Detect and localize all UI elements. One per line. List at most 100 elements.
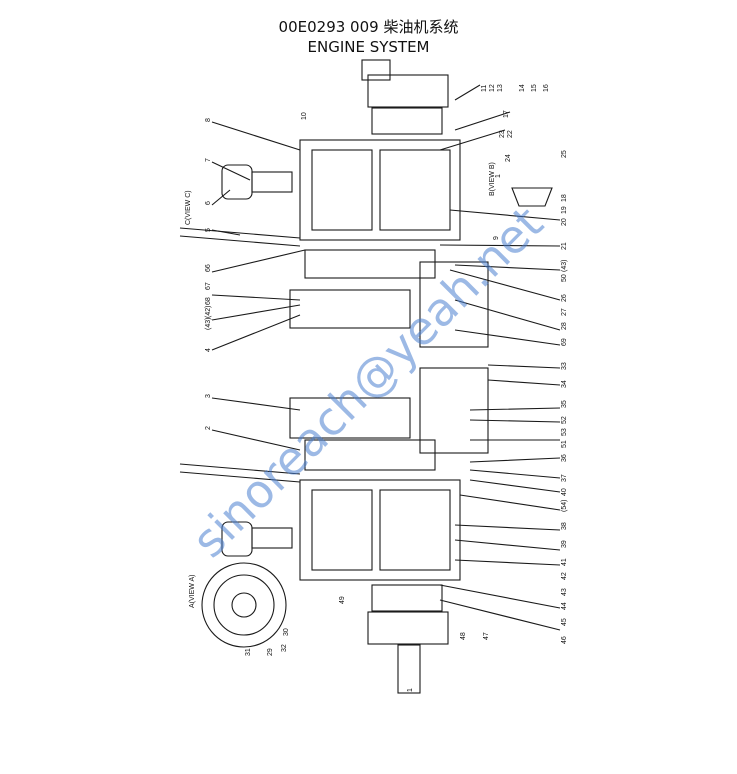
callout: 37 (561, 474, 568, 482)
view-c-label: C(VIEW C) (185, 190, 192, 225)
callout: 40 (561, 488, 568, 496)
upper-cooler (419, 261, 489, 348)
bottom-callouts: 49 48 47 1 31 29 32 30 10 9 (245, 112, 500, 692)
callout: 30 (283, 628, 290, 636)
callout: 26 (561, 294, 568, 302)
lower-cooler (419, 367, 489, 454)
upper-intake-pipe (251, 171, 293, 193)
callout: 51 (561, 440, 568, 448)
right-top-callouts: 11 12 13 14 15 16 17 23 22 24 25 1 20 19… (481, 84, 568, 346)
drawing-code-title: 00E0293 009 柴油机系统 (278, 18, 459, 36)
callout: 50 (561, 274, 568, 282)
callout: 12 (489, 84, 496, 92)
callout: 3 (205, 394, 212, 398)
lower-cylinder-head (311, 489, 373, 571)
callout: 42 (561, 572, 568, 580)
callout: 45 (561, 618, 568, 626)
callout: 16 (543, 84, 550, 92)
callout: 8 (205, 118, 212, 122)
callout: 43 (561, 588, 568, 596)
callout: 18 (561, 194, 568, 202)
callout: 6 (205, 201, 212, 205)
callout: 33 (561, 362, 568, 370)
callout: 4 (205, 348, 212, 352)
callout: 24 (505, 154, 512, 162)
callout: 15 (531, 84, 538, 92)
callout: 11 (481, 85, 488, 92)
upper-air-filter (221, 164, 253, 200)
upper-manifold (379, 149, 451, 231)
callout: 1 (495, 174, 502, 178)
lower-fuel-tank (289, 397, 411, 439)
callout: 67 (205, 282, 212, 290)
callout: 39 (561, 540, 568, 548)
callout: 2 (205, 426, 212, 430)
callout: 41 (561, 558, 568, 566)
lower-manifold (379, 489, 451, 571)
bottom-transmission-block (367, 611, 449, 645)
callout: 13 (497, 84, 504, 92)
upper-cylinder-head (311, 149, 373, 231)
callout: 44 (561, 602, 568, 610)
callout: 38 (561, 522, 568, 530)
view-labels: A(VIEW A) B(VIEW B) C(VIEW C) (185, 162, 496, 608)
view-b-label: B(VIEW B) (489, 162, 496, 196)
callout: 66 (205, 264, 212, 272)
watermark: sinoreach@yeah.net (182, 196, 554, 568)
callout: 23 (499, 130, 506, 138)
callout: 14 (519, 84, 526, 92)
callout: 17 (503, 110, 510, 118)
lower-exhaust-pipe (179, 463, 301, 483)
callout: 52 (561, 416, 568, 424)
upper-engine-block (299, 139, 461, 241)
callout: 21 (561, 242, 568, 250)
callout: (42) (205, 306, 212, 318)
callout: 46 (561, 636, 568, 644)
callout: 35 (561, 400, 568, 408)
callout: 7 (205, 158, 212, 162)
callout: 1 (407, 688, 414, 692)
callout: 28 (561, 322, 568, 330)
callout: 49 (339, 596, 346, 604)
top-flange (371, 107, 443, 135)
upper-exhaust-pipe (179, 227, 301, 247)
callout: 25 (561, 150, 568, 158)
callout: 10 (301, 112, 308, 120)
callout: 9 (493, 236, 500, 240)
drawing-title-en: ENGINE SYSTEM (307, 38, 430, 56)
bottom-drive-shaft (397, 644, 421, 694)
left-callouts: 8 7 6 5 66 67 68 (42) (43) 4 3 2 (205, 118, 212, 430)
callout: 31 (245, 648, 252, 656)
upper-fuel-tank (289, 289, 411, 329)
callout: 29 (267, 648, 274, 656)
callout: 68 (205, 297, 212, 305)
callout: 36 (561, 454, 568, 462)
lower-radiator (304, 439, 436, 471)
callout: (54) (561, 500, 568, 512)
callout: (43) (561, 260, 568, 272)
callout: 20 (561, 218, 568, 226)
right-bottom-callouts: 33 34 35 52 53 51 36 37 40 (54) 38 39 41… (561, 362, 568, 644)
upper-radiator (304, 249, 436, 279)
callout: (43) (205, 318, 212, 330)
top-transmission-block (367, 74, 449, 108)
lower-engine-block (299, 479, 461, 581)
fan-ring (213, 574, 275, 636)
callout: 34 (561, 380, 568, 388)
view-b-part (511, 187, 553, 207)
callout: 19 (561, 206, 568, 214)
callout: 48 (460, 632, 467, 640)
view-a-label: A(VIEW A) (189, 575, 196, 608)
top-connector (361, 59, 391, 81)
callout: 69 (561, 338, 568, 346)
callout: 5 (205, 228, 212, 232)
callout: 32 (281, 644, 288, 652)
bottom-flange (371, 584, 443, 612)
lower-intake-pipe (251, 527, 293, 549)
callout: 27 (561, 308, 568, 316)
fan-hub (231, 592, 257, 618)
callout: 53 (561, 428, 568, 436)
fan-view-a (201, 562, 287, 648)
callout: 22 (507, 130, 514, 138)
